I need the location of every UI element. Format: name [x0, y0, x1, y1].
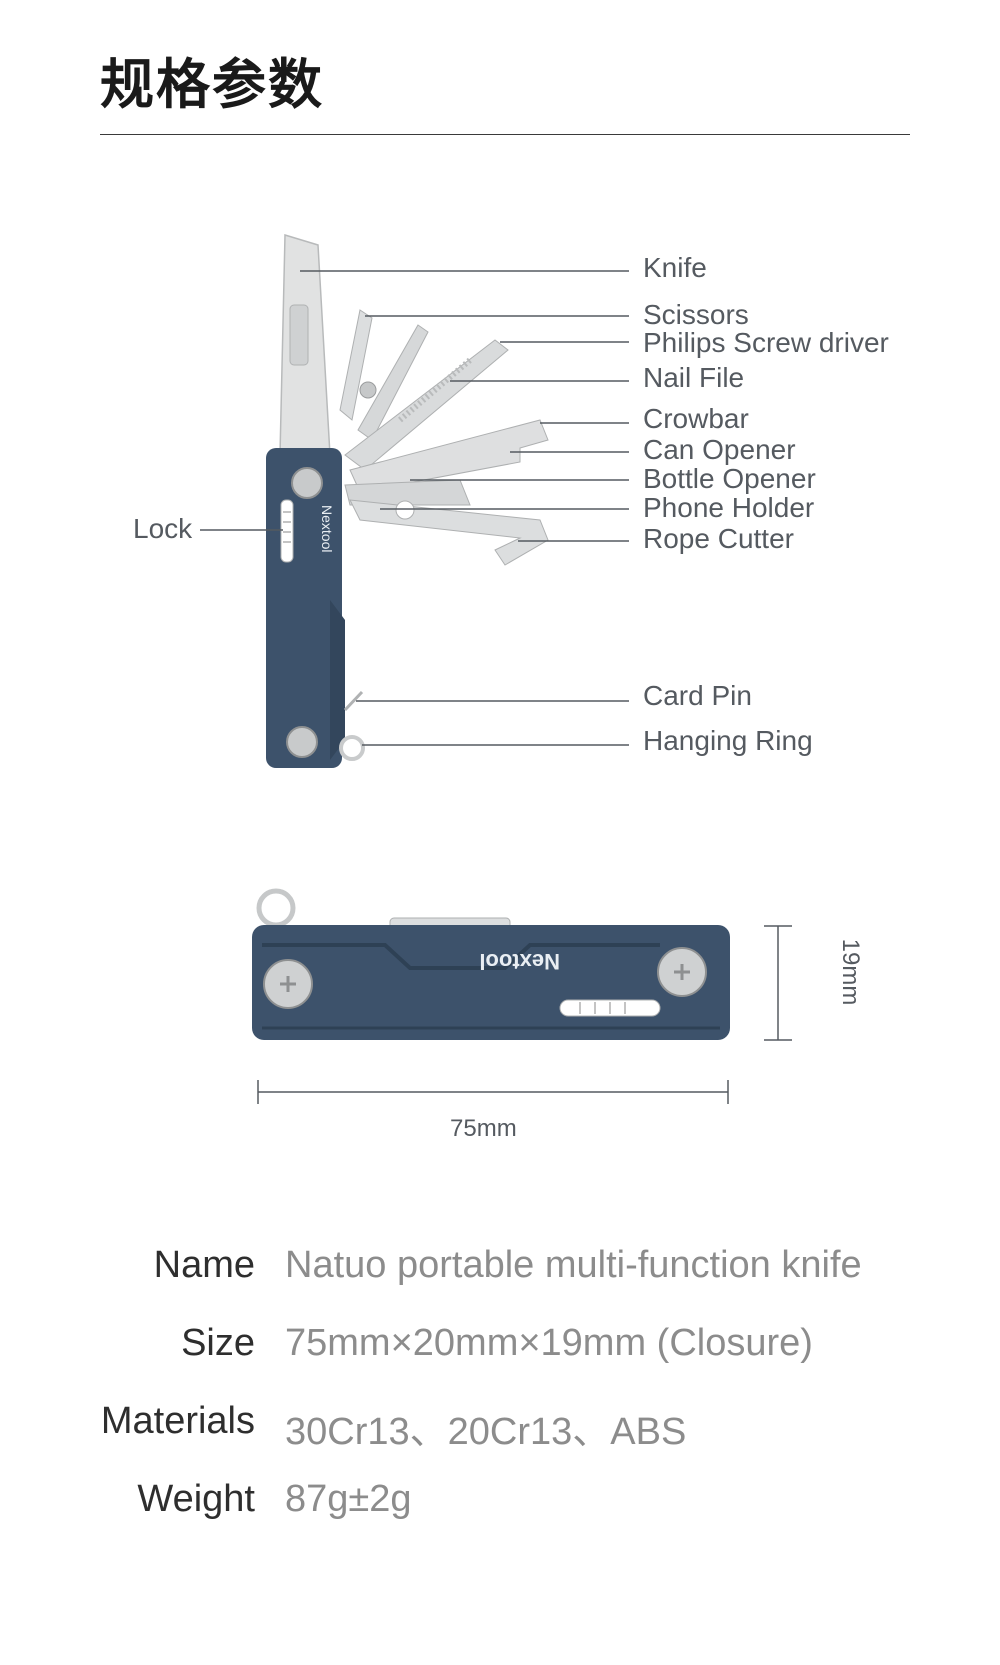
spec-row-materials: Materials 30Cr13、20Cr13、ABS [0, 1400, 1000, 1460]
callout-nail-file: Nail File [643, 362, 745, 393]
length-dimension: 75mm [450, 1115, 517, 1142]
spec-key: Weight [137, 1478, 255, 1520]
callout-scissors: Scissors [643, 299, 749, 330]
callout-crowbar: Crowbar [643, 403, 749, 434]
spec-row-weight: Weight 87g±2g [0, 1478, 1000, 1538]
title-divider [100, 134, 910, 135]
spec-value: 30Cr13、20Cr13、ABS [285, 1411, 687, 1453]
spec-key: Size [181, 1322, 255, 1364]
spec-key: Materials [100, 1400, 255, 1442]
callout-lock: Lock [133, 513, 193, 544]
spec-value: 75mm×20mm×19mm (Closure) [285, 1322, 813, 1364]
callout-rope-cutter: Rope Cutter [643, 523, 794, 554]
blades-group [279, 233, 549, 566]
callout-card-pin: Card Pin [643, 680, 752, 711]
spec-row-name: Name Natuo portable multi-function knife [0, 1244, 1000, 1304]
svg-text:Nextool: Nextool [319, 505, 335, 552]
callout-can-opener: Can Opener [643, 434, 796, 465]
svg-text:Nextool: Nextool [479, 949, 560, 974]
page-title: 规格参数 [100, 55, 324, 115]
dimension-lines [257, 925, 792, 1104]
leader-lines [200, 270, 629, 746]
callout-phone-holder: Phone Holder [643, 492, 815, 523]
spec-value: Natuo portable multi-function knife [285, 1244, 862, 1286]
height-dimension: 19mm [837, 938, 864, 1006]
closed-tool-illustration: Nextool [252, 888, 730, 1040]
callout-knife: Knife [643, 252, 707, 283]
callout-bottle-opener: Bottle Opener [643, 463, 816, 494]
spec-key: Name [153, 1244, 255, 1286]
spec-value: 87g±2g [285, 1478, 412, 1520]
open-handle: Nextool [266, 448, 365, 768]
spec-row-size: Size 75mm×20mm×19mm (Closure) [0, 1322, 1000, 1382]
callout-hanging-ring: Hanging Ring [643, 725, 813, 756]
callout-philips-screwdriver: Philips Screw driver [643, 327, 889, 358]
